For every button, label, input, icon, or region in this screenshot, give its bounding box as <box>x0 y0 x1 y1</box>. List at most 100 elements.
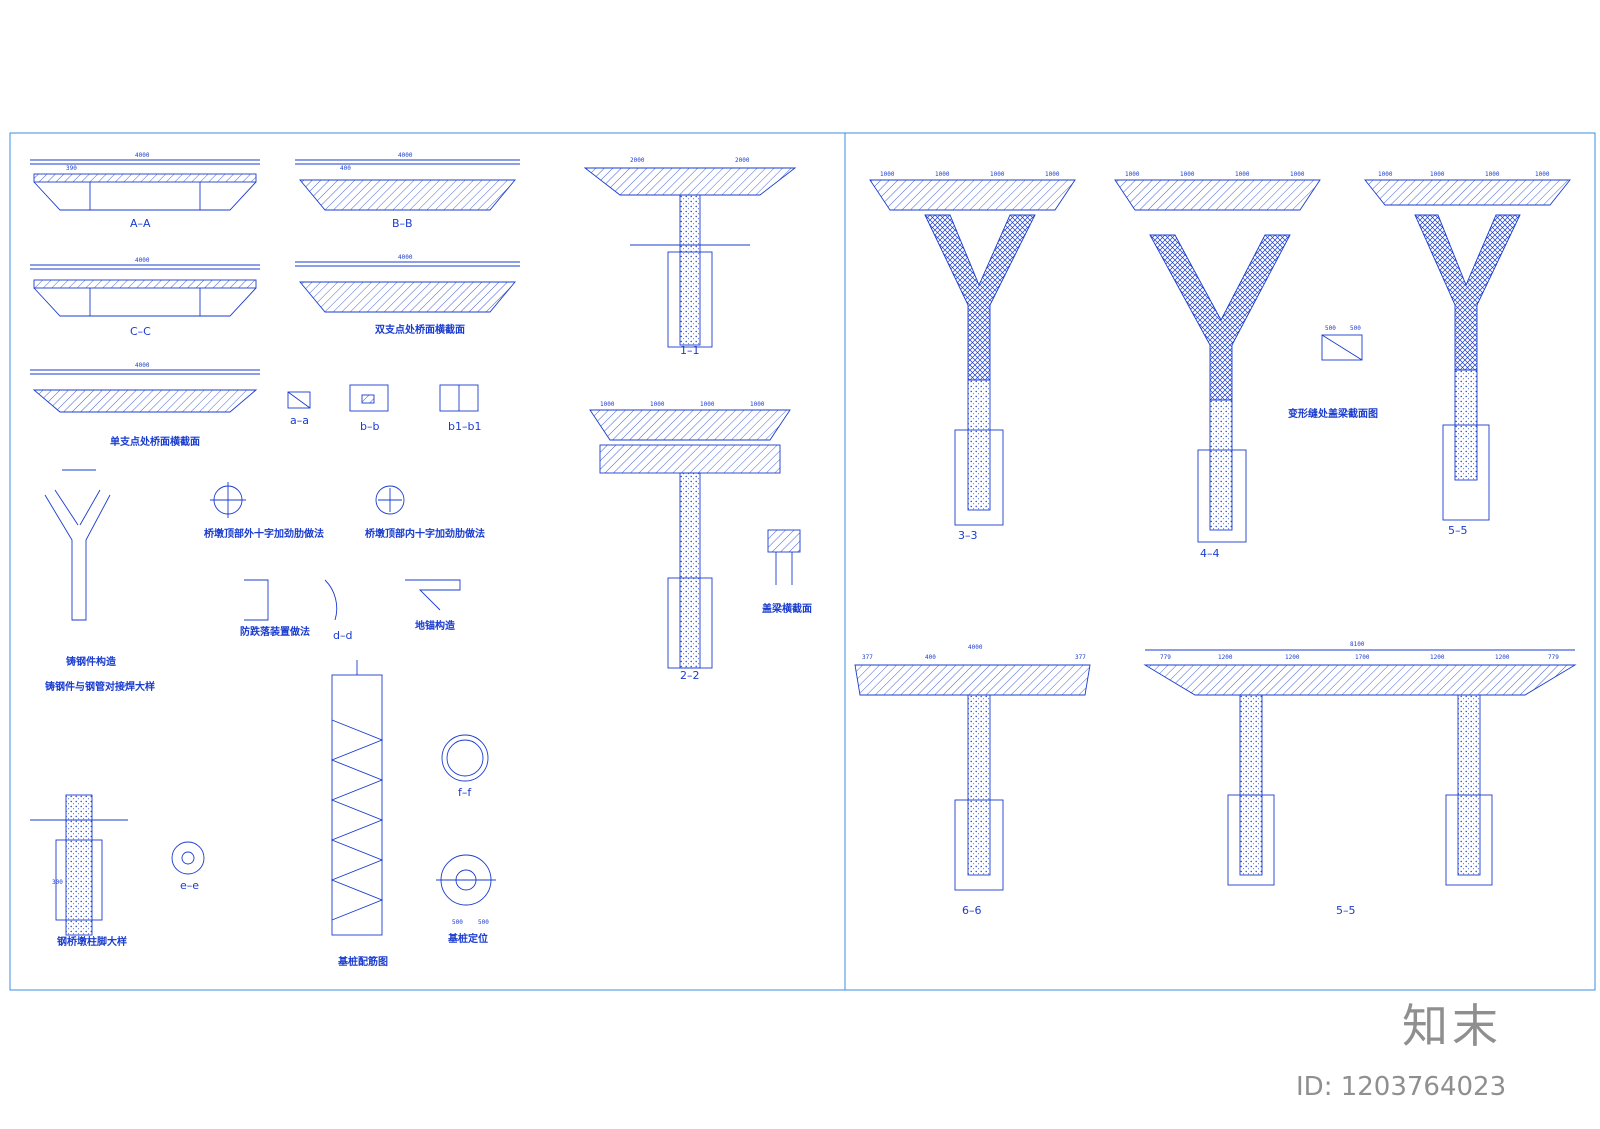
caption-pile-rebar: 基桩配筋图 <box>338 957 388 968</box>
section-55a-drawing <box>1364 179 1571 521</box>
section-label-bb: B–B <box>392 217 413 230</box>
section-label-ff: f–f <box>458 786 472 799</box>
dim-55b-total: 8100 <box>1350 641 1365 648</box>
section-label-11: 1–1 <box>680 344 700 357</box>
dim-11-left: 2000 <box>630 157 645 164</box>
caption-steel-member: 铸钢件构造 <box>66 657 116 668</box>
dim-66-c: 377 <box>1075 654 1086 661</box>
dim-44-a: 1000 <box>1125 171 1140 178</box>
section-44-drawing <box>1114 179 1321 543</box>
watermark-id: ID: 1203764023 <box>1296 1072 1507 1102</box>
single-support-section-drawing <box>30 369 260 413</box>
anchor-drawing <box>405 579 461 611</box>
dim-double-total: 4000 <box>398 254 413 261</box>
dim-44-c: 1000 <box>1235 171 1250 178</box>
section-label-33: 3–3 <box>958 529 978 542</box>
cap-beam-drawing <box>767 529 801 585</box>
section-label-b-b: b–b <box>360 420 380 433</box>
double-support-section-drawing <box>295 261 520 313</box>
pile-rebar-drawing <box>330 660 384 936</box>
section-22-drawing <box>589 409 791 669</box>
dim-66-a: 377 <box>862 654 873 661</box>
section-label-ee: e–e <box>180 879 200 892</box>
section-label-dd: d–d <box>333 629 353 642</box>
dim-55a-b: 1000 <box>1430 171 1445 178</box>
dim-cc-total: 4000 <box>135 257 150 264</box>
section-66-drawing <box>854 664 1091 891</box>
dim-44-b: 1000 <box>1180 171 1195 178</box>
caption-special-cap-beam: 变形缝处盖梁截面图 <box>1288 409 1378 420</box>
dim-pile-pos-a: 500 <box>452 919 463 926</box>
watermark-logo: 知末 <box>1402 999 1502 1053</box>
caption-single-support: 单支点处桥面横截面 <box>110 437 200 448</box>
section-label-66: 6–6 <box>962 904 982 917</box>
dim-single-total: 4000 <box>135 362 150 369</box>
pile-position-drawing <box>436 854 496 906</box>
detail-b1b1-drawing <box>439 384 479 412</box>
steel-member-drawing <box>44 469 111 621</box>
dim-55b-c: 1200 <box>1285 654 1300 661</box>
caption-double-support: 双支点处桥面横截面 <box>375 325 465 336</box>
dim-55a-a: 1000 <box>1378 171 1393 178</box>
dim-bb-seg: 400 <box>340 165 351 172</box>
section-label-b1b1: b1–b1 <box>448 420 482 433</box>
caption-steel-tube-detail: 铸钢件与钢管对接焊大样 <box>45 682 155 693</box>
dim-22-c: 1000 <box>700 401 715 408</box>
section-cc-drawing <box>30 264 260 317</box>
dim-22-d: 1000 <box>750 401 765 408</box>
dim-66-total: 4000 <box>968 644 983 651</box>
section-label-22: 2–2 <box>680 669 700 682</box>
dim-55b-d: 1700 <box>1355 654 1370 661</box>
detail-ee-drawing <box>171 841 205 875</box>
dim-aa-total: 4000 <box>135 152 150 159</box>
dim-pile-pos-b: 500 <box>478 919 489 926</box>
section-label-55a: 5–5 <box>1448 524 1468 537</box>
dim-11-right: 2000 <box>735 157 750 164</box>
section-label-cc: C–C <box>130 325 151 338</box>
section-label-55b: 5–5 <box>1336 904 1356 917</box>
dim-33-d: 1000 <box>1045 171 1060 178</box>
caption-pile-position: 基桩定位 <box>448 934 488 945</box>
dim-22-b: 1000 <box>650 401 665 408</box>
dim-special-a: 500 <box>1325 325 1336 332</box>
dim-66-b: 400 <box>925 654 936 661</box>
dim-55b-g: 779 <box>1548 654 1559 661</box>
caption-inner-cross: 桥墩顶部内十字加劲肋做法 <box>365 529 485 540</box>
section-bb-drawing <box>295 159 520 211</box>
dim-bb-total: 4000 <box>398 152 413 159</box>
section-11-drawing <box>583 167 797 348</box>
detail-ff-drawing <box>441 734 489 782</box>
sheet-frame <box>9 132 1596 991</box>
section-label-aa-small: a–a <box>290 414 309 427</box>
caption-pier-foot: 钢桥墩柱脚大样 <box>57 937 127 948</box>
outer-cross-stiffener-drawing <box>210 482 246 518</box>
dim-55b-e: 1200 <box>1430 654 1445 661</box>
section-33-drawing <box>869 179 1076 526</box>
detail-bb-drawing <box>349 384 389 412</box>
special-cap-beam-drawing <box>1321 334 1363 361</box>
inner-cross-stiffener-drawing <box>375 485 405 515</box>
dim-special-b: 500 <box>1350 325 1361 332</box>
anti-fall-drawing <box>244 579 338 621</box>
dim-55a-c: 1000 <box>1485 171 1500 178</box>
dim-33-c: 1000 <box>990 171 1005 178</box>
pier-foot-drawing <box>30 794 128 936</box>
dim-55a-d: 1000 <box>1535 171 1550 178</box>
dim-55b-a: 779 <box>1160 654 1171 661</box>
dim-22-a: 1000 <box>600 401 615 408</box>
caption-anchor: 地锚构造 <box>415 621 455 632</box>
dim-44-d: 1000 <box>1290 171 1305 178</box>
dim-55b-b: 1200 <box>1218 654 1233 661</box>
detail-aa-drawing <box>287 391 311 409</box>
dim-33-a: 1000 <box>880 171 895 178</box>
section-aa-drawing <box>30 159 260 211</box>
caption-cap-beam: 盖梁横截面 <box>762 604 812 615</box>
section-55b-drawing <box>1143 649 1577 886</box>
dim-aa-seg: 390 <box>66 165 77 172</box>
dim-55b-f: 1200 <box>1495 654 1510 661</box>
caption-outer-cross: 桥墩顶部外十字加劲肋做法 <box>204 529 324 540</box>
caption-anti-fall: 防跌落装置做法 <box>240 627 310 638</box>
section-label-44: 4–4 <box>1200 547 1220 560</box>
